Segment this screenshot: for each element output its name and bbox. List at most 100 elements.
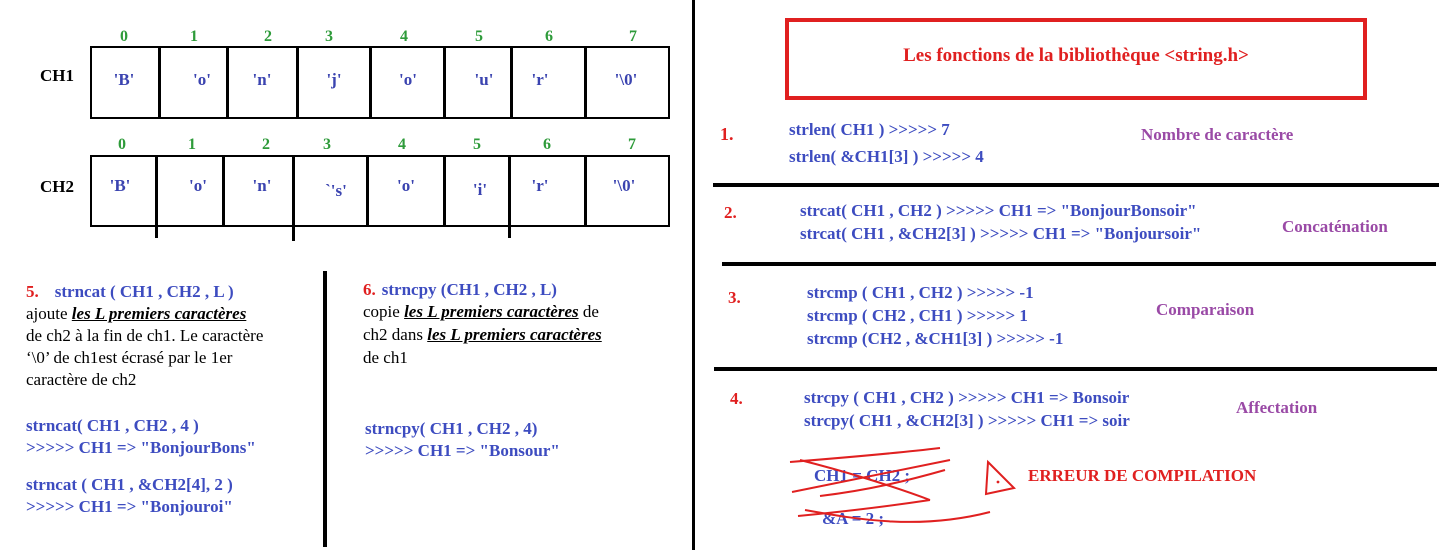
- page-title: Les fonctions de la bibliothèque <string…: [903, 45, 1249, 66]
- ch1-label: CH1: [40, 66, 74, 85]
- ch1-index: 0: [120, 28, 128, 45]
- code-line: strcmp ( CH1 , CH2 ) >>>>> -1: [807, 283, 1034, 302]
- ch1-cell: 'n': [252, 70, 272, 89]
- section-number: 1.: [720, 124, 734, 144]
- ch1-divider: [226, 46, 229, 119]
- ch2-cell: 'o': [397, 176, 415, 195]
- ch2-cell: 'o': [189, 176, 207, 195]
- ch2-divider: [584, 155, 587, 227]
- ch1-cell: 'r': [531, 70, 549, 89]
- description-text: ajoute: [26, 304, 72, 323]
- ch2-index: 1: [188, 136, 196, 153]
- ch2-divider: [508, 155, 511, 238]
- example-result: >>>>> CH1 => "Bonsour": [365, 441, 560, 460]
- section-number: 6.: [363, 280, 376, 299]
- example-code: strncpy( CH1 , CH2 , 4): [365, 419, 538, 438]
- warning-icon: [984, 459, 1017, 496]
- ch1-cell: 'B': [113, 70, 135, 89]
- description-text: de: [578, 302, 599, 321]
- section-number: 4.: [730, 389, 743, 408]
- description-line: ch2 dans les L premiers caractères: [363, 325, 602, 345]
- ch1-divider: [296, 46, 299, 119]
- ch2-index: 7: [628, 136, 636, 153]
- section-separator: [714, 367, 1437, 371]
- description-line: copie les L premiers caractères de: [363, 302, 599, 322]
- ch1-cell: 'o': [193, 70, 211, 89]
- ch2-index: 2: [262, 136, 270, 153]
- ch2-divider: [366, 155, 369, 227]
- description-line: de ch1: [363, 348, 408, 367]
- ch1-index: 3: [325, 28, 333, 45]
- ch2-divider: [222, 155, 225, 227]
- ch2-index: 6: [543, 136, 551, 153]
- ch1-divider: [584, 46, 587, 119]
- section-tag: Nombre de caractère: [1141, 125, 1294, 144]
- ch1-index: 5: [475, 28, 483, 45]
- ch2-cell: 'i': [472, 180, 488, 199]
- ch1-divider: [158, 46, 161, 119]
- section-number: 5.: [26, 282, 39, 301]
- ch2-divider: [443, 155, 446, 227]
- ch2-index: 3: [323, 136, 331, 153]
- ch1-divider: [369, 46, 372, 119]
- ch2-label: CH2: [40, 177, 74, 196]
- ch2-cell: 'n': [252, 176, 272, 195]
- code-line: strcat( CH1 , CH2 ) >>>>> CH1 => "Bonjou…: [800, 201, 1197, 220]
- section-5-heading: 5. strncat ( CH1 , CH2 , L ): [26, 282, 234, 302]
- code-line: strlen( CH1 ) >>>>> 7: [789, 120, 950, 139]
- description-text: ch2 dans: [363, 325, 428, 344]
- section-number: 3.: [728, 288, 741, 307]
- error-message: ERREUR DE COMPILATION: [1028, 466, 1257, 485]
- example-code: strncat ( CH1 , &CH2[4], 2 ): [26, 475, 233, 494]
- emphasis-text: les L premiers caractères: [71, 304, 247, 323]
- code-line: strcpy( CH1 , &CH2[3] ) >>>>> CH1 => soi…: [804, 411, 1130, 430]
- ch2-index: 5: [473, 136, 481, 153]
- description-text: copie: [363, 302, 405, 321]
- code-line: strcmp (CH2 , &CH1[3] ) >>>>> -1: [807, 329, 1064, 348]
- ch1-cell: 'u': [474, 70, 494, 89]
- ch2-grid: [90, 155, 670, 227]
- description-line: de ch2 à la fin de ch1. Le caractère: [26, 326, 264, 345]
- ch1-index: 2: [264, 28, 272, 45]
- ch1-index: 4: [400, 28, 408, 45]
- ch2-cell: `'s': [325, 181, 347, 200]
- ch2-divider: [155, 155, 158, 238]
- function-signature: strncpy (CH1 , CH2 , L): [381, 280, 557, 299]
- main-divider: [692, 0, 695, 550]
- description-line: caractère de ch2: [26, 370, 137, 389]
- ch1-index: 7: [629, 28, 637, 45]
- section-separator: [713, 183, 1439, 187]
- section-number: 2.: [724, 203, 737, 222]
- ch2-index: 4: [398, 136, 406, 153]
- function-signature: strncat ( CH1 , CH2 , L ): [54, 282, 234, 301]
- ch1-grid: [90, 46, 670, 119]
- emphasis-text: les L premiers caractères: [427, 325, 602, 344]
- ch1-index: 6: [545, 28, 553, 45]
- ch1-cell: '\0': [614, 70, 638, 89]
- ch2-index: 0: [118, 136, 126, 153]
- ch2-cell: '\0': [612, 176, 636, 195]
- section-tag: Comparaison: [1156, 300, 1255, 319]
- ch2-cell: 'B': [109, 176, 131, 195]
- cross-out-marks: [789, 447, 991, 523]
- title-box: [785, 18, 1367, 100]
- emphasis-text: les L premiers caractères: [404, 302, 579, 321]
- description-line: ajoute les L premiers caractères: [26, 304, 246, 324]
- section-6-heading: 6. strncpy (CH1 , CH2 , L): [363, 280, 557, 300]
- description-line: ‘\0’ de ch1est écrasé par le 1er: [26, 348, 233, 367]
- example-result: >>>>> CH1 => "Bonjouroi": [26, 497, 233, 516]
- code-line: strlen( &CH1[3] ) >>>>> 4: [789, 147, 984, 166]
- left-divider: [323, 271, 327, 547]
- ch2-cell: 'r': [531, 176, 549, 195]
- ch1-divider: [510, 46, 513, 119]
- code-line: strcat( CH1 , &CH2[3] ) >>>>> CH1 => "Bo…: [800, 224, 1202, 243]
- section-tag: Concaténation: [1282, 217, 1388, 236]
- ch1-cell: 'j': [326, 70, 342, 89]
- code-line: strcmp ( CH2 , CH1 ) >>>>> 1: [807, 306, 1028, 325]
- section-separator: [722, 262, 1436, 266]
- ch1-divider: [443, 46, 446, 119]
- section-tag: Affectation: [1236, 398, 1318, 417]
- example-code: strncat( CH1 , CH2 , 4 ): [26, 416, 199, 435]
- example-result: >>>>> CH1 => "BonjourBons": [26, 438, 256, 457]
- ch1-index: 1: [190, 28, 198, 45]
